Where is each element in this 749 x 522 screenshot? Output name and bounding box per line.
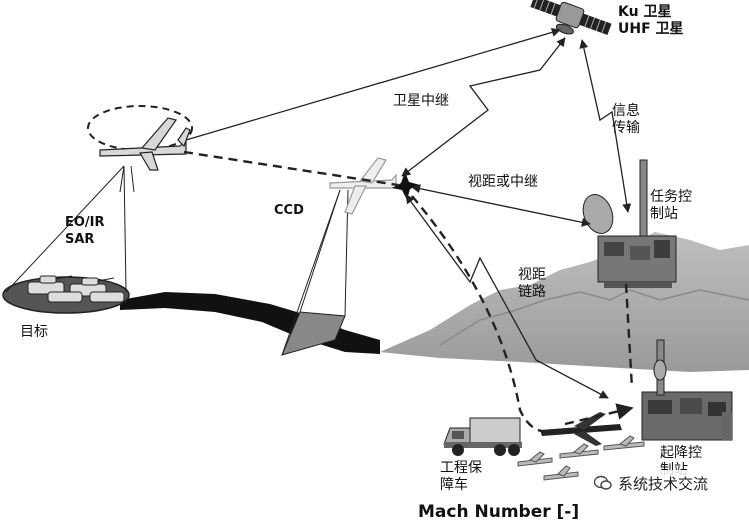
mountain-range: [380, 232, 749, 372]
watermark-text: 系统技术交流: [618, 474, 709, 493]
satellite-relay-label: 卫星中继: [393, 93, 449, 109]
ccd-label: CCD: [274, 203, 304, 218]
engineering-truck-icon: [443, 417, 522, 456]
satellite-to-relay-link: [401, 37, 566, 177]
satellite-label: Ku 卫星 UHF 卫星: [618, 4, 684, 38]
mission-control-label: 任务控 制站: [650, 189, 692, 222]
watermark: 系统技术交流: [588, 470, 744, 496]
satellite-icon: [530, 0, 612, 36]
footer-caption: Mach Number [-]: [418, 502, 580, 522]
target-label: 目标: [20, 324, 48, 340]
info-transfer-label: 信息 传输: [612, 103, 640, 136]
relay-node-icon: [392, 172, 420, 200]
los-link: [405, 194, 609, 399]
los-or-relay-label: 视距或中继: [468, 174, 538, 190]
dashed-flight-paths: [183, 150, 634, 434]
engineering-vehicle-label: 工程保 障车: [440, 460, 482, 493]
tank-icons: [27, 275, 125, 303]
uav-large-icon: [99, 117, 191, 171]
wechat-icon: [594, 475, 612, 490]
satellite-label-text: Ku 卫星 UHF 卫星: [618, 4, 684, 37]
los-link-label: 视距 链路: [518, 267, 546, 300]
satellite-relay-link: [185, 27, 561, 141]
launch-recovery-station-icon: [641, 339, 733, 441]
los-or-relay-link: [411, 184, 591, 227]
info-transfer-link: [579, 39, 632, 213]
eo-ir-sar-label: EO/IR SAR: [65, 215, 105, 247]
uav-small-icon: [329, 157, 397, 215]
sensor-cone-eo-ir: [5, 165, 135, 293]
link-lines: [185, 27, 632, 399]
loiter-orbit: [87, 105, 193, 151]
